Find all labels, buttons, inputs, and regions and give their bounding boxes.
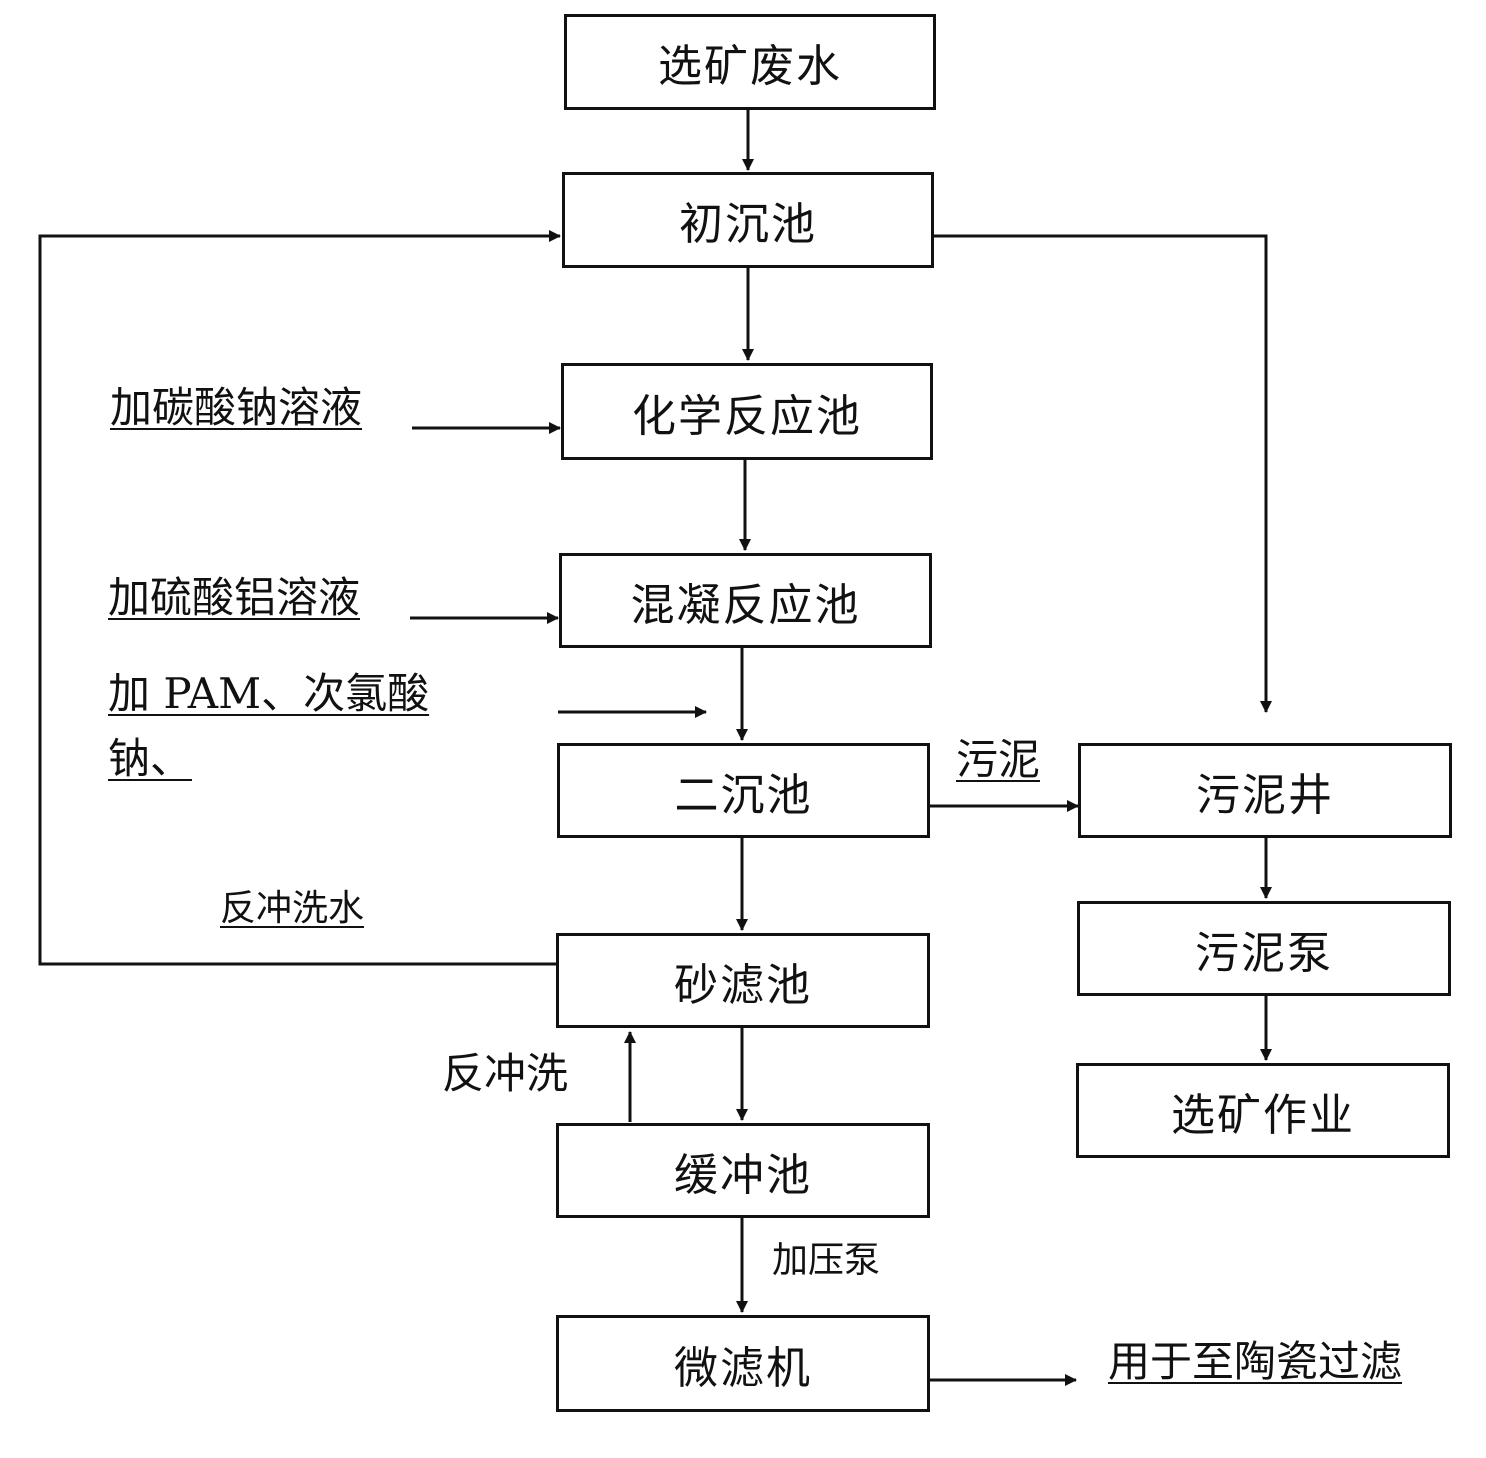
node-sand-filter-label: 砂滤池 [674,959,812,1011]
node-primary-settling-tank-label: 初沉池 [679,199,817,250]
node-chemical-reaction-tank-label: 化学反应池 [632,390,862,442]
node-secondary-settling-tank-label: 二沉池 [674,769,813,821]
label-add-pam-line2: 钠、 [108,734,193,783]
node-sludge-pump: 污泥泵 [1077,901,1451,996]
label-backwash-water: 反冲洗水 [220,888,365,929]
node-wastewater-label: 选矿废水 [658,41,842,92]
node-sludge-pump-label: 污泥泵 [1195,927,1333,979]
label-output-ceramic-filtration: 用于至陶瓷过滤 [1108,1337,1403,1386]
node-secondary-settling-tank: 二沉池 [557,743,930,838]
label-backwash: 反冲洗 [442,1049,569,1098]
node-primary-settling-tank: 初沉池 [562,172,934,268]
label-add-sodium-carbonate: 加碳酸钠溶液 [110,383,363,432]
node-buffer-tank: 缓冲池 [556,1123,930,1218]
arrow-primary-to-sludge-well [934,234,1272,713]
node-sludge-well-label: 污泥井 [1196,769,1334,821]
node-sludge-well: 污泥井 [1078,743,1452,838]
label-booster-pump: 加压泵 [772,1240,881,1281]
node-mining-operation-label: 选矿作业 [1171,1089,1355,1141]
node-wastewater: 选矿废水 [564,14,936,110]
node-micro-filter: 微滤机 [556,1315,930,1412]
node-sand-filter: 砂滤池 [556,933,930,1028]
node-mining-operation: 选矿作业 [1076,1063,1450,1158]
label-sludge: 污泥 [956,735,1041,784]
label-add-aluminum-sulfate: 加硫酸铝溶液 [108,573,361,622]
node-chemical-reaction-tank: 化学反应池 [561,363,933,460]
arrow-backwash-water-loop [38,230,561,966]
node-coagulation-tank-label: 混凝反应池 [630,579,861,631]
label-add-pam-line1: 加 PAM、次氯酸 [108,669,430,718]
node-coagulation-tank: 混凝反应池 [559,553,932,648]
node-micro-filter-label: 微滤机 [674,1342,812,1394]
node-buffer-tank-label: 缓冲池 [674,1149,812,1201]
